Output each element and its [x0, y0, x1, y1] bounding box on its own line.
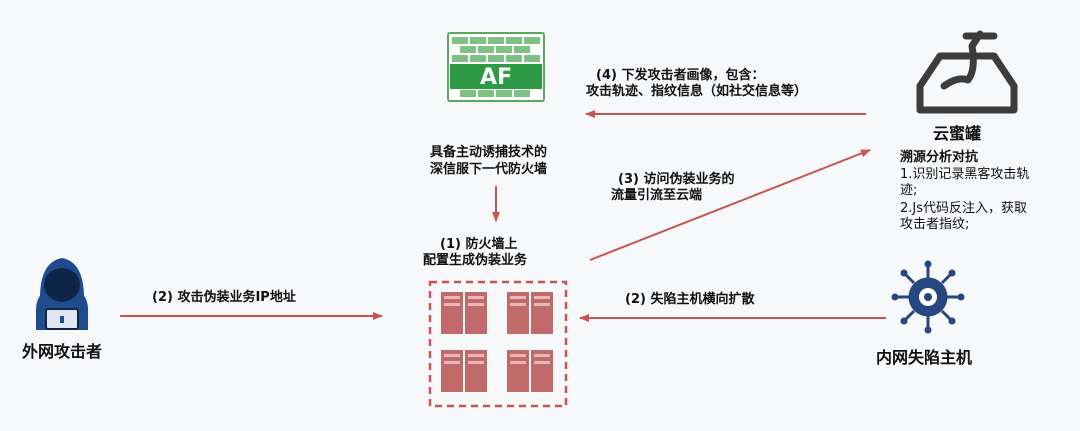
step1-line2: 配置生成伪装业务	[423, 253, 528, 268]
honeypot-item2-line2: 攻击者指纹;	[900, 217, 970, 232]
honeypot-item2-line1: 2.Js代码反注入，获取	[900, 201, 1028, 216]
step4-line2: 攻击轨迹、指纹信息（如社交信息等）	[586, 84, 808, 99]
step4-line1: (4) 下发攻击者画像，包含：	[596, 68, 765, 83]
server-rack-icon	[441, 292, 553, 392]
honeypot-title: 云蜜罐	[933, 124, 982, 143]
honeypot-item1-line1: 1.识别记录黑客攻击轨	[900, 167, 1030, 182]
step3-line2: 流量引流至云端	[611, 188, 703, 203]
step3-line1: (3) 访问伪装业务的	[618, 172, 735, 187]
arrow-servers-to-honeypot	[589, 149, 871, 261]
virus-icon	[891, 260, 965, 334]
af-logo-text: AF	[480, 65, 512, 90]
step2-attacker-label: (2) 攻击伪装业务IP地址	[152, 290, 296, 305]
decoy-service-dashed-box	[428, 280, 568, 408]
infected-host-label: 内网失陷主机	[876, 348, 973, 367]
step2-host-label: (2) 失陷主机横向扩散	[625, 292, 755, 307]
step1-line1: (1) 防火墙上	[440, 237, 518, 252]
honeypot-subtitle: 溯源分析对抗	[900, 150, 979, 165]
firewall-desc-line2: 深信服下一代防火墙	[430, 162, 548, 177]
honeypot-icon	[916, 30, 1018, 114]
firewall-desc-line1: 具备主动诱捕技术的	[430, 145, 548, 160]
attacker-label: 外网攻击者	[22, 342, 103, 361]
af-firewall-logo-icon	[447, 32, 545, 102]
hacker-icon	[36, 258, 88, 330]
honeypot-item1-line2: 迹;	[900, 183, 918, 198]
